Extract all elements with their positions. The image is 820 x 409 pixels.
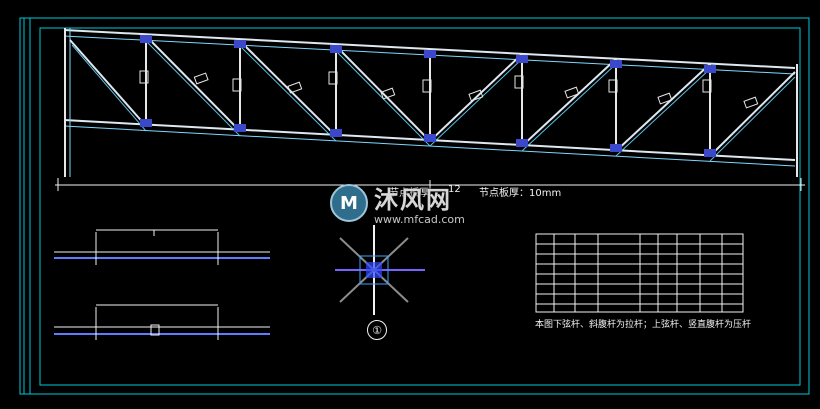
spec-text-mid: 12 (448, 184, 461, 195)
truss-verticals (145, 34, 711, 156)
design-note: 本图下弦杆、斜腹杆为拉杆；上弦杆、竖直腹杆为压杆 (535, 320, 752, 330)
left-detail-bottom (54, 304, 270, 340)
material-table (535, 233, 744, 313)
joint-detail (335, 225, 425, 315)
watermark-main-text: 沐风网 (374, 186, 452, 214)
watermark: M 沐风网 www.mfcad.com (330, 180, 465, 226)
truss-diagonals (69, 35, 796, 157)
watermark-sub-text: www.mfcad.com (374, 213, 465, 226)
outer-border (19, 17, 810, 395)
left-detail-top (54, 229, 270, 265)
member-tags (139, 70, 759, 109)
gusset-plates (140, 35, 716, 157)
detail-marker: ① (367, 320, 387, 340)
spec-text-right: 节点板厚：10mm (479, 188, 562, 199)
watermark-logo-icon: M (330, 184, 368, 222)
spec-text-left: 节点板厚 (389, 188, 429, 199)
inner-border (39, 27, 801, 386)
